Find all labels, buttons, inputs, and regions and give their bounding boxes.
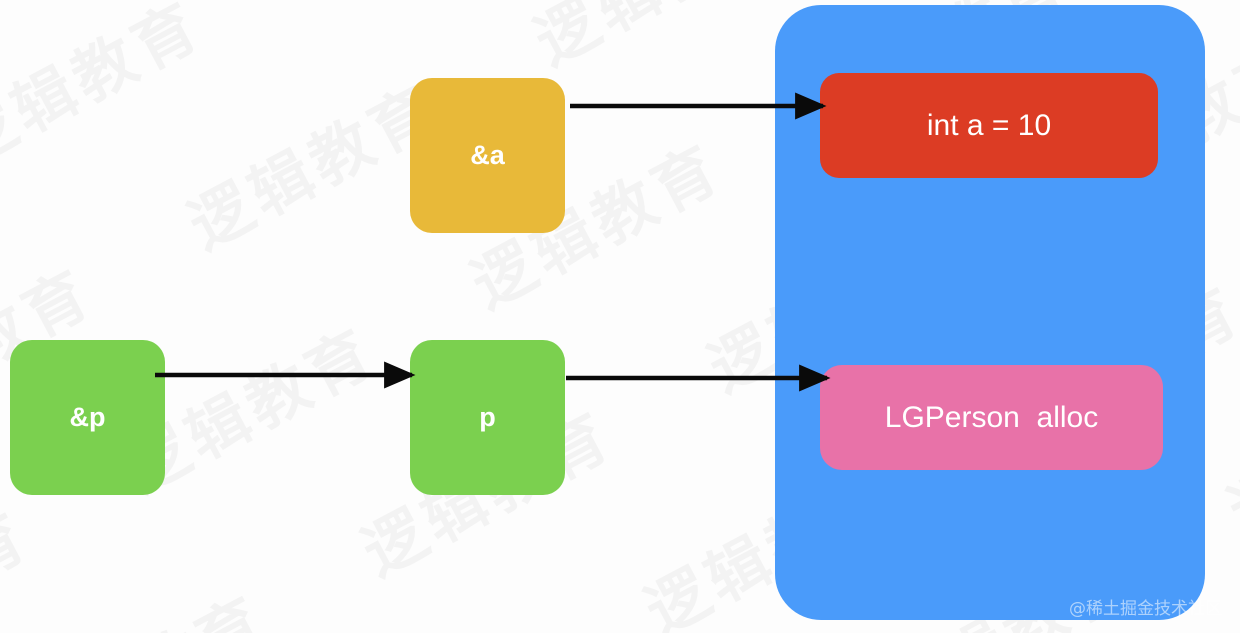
node-pointer-p[interactable]: p <box>410 340 565 495</box>
node-lgperson-alloc[interactable]: LGPerson alloc <box>820 365 1163 470</box>
watermark-text: 逻辑教育 <box>1210 344 1240 551</box>
watermark-text: 逻辑教育 <box>281 629 563 633</box>
watermark-text: 逻辑教育 <box>516 0 798 82</box>
node-int-a-value[interactable]: int a = 10 <box>820 73 1158 178</box>
watermark-text: 逻辑教育 <box>0 0 216 182</box>
node-address-of-p[interactable]: &p <box>10 340 165 495</box>
node-address-of-a[interactable]: &a <box>410 78 565 233</box>
credit-watermark: @稀土掘金技术社区 <box>1069 599 1222 619</box>
watermark-text: 逻辑教育 <box>0 486 43 633</box>
watermark-text: 逻辑教育 <box>0 569 280 633</box>
